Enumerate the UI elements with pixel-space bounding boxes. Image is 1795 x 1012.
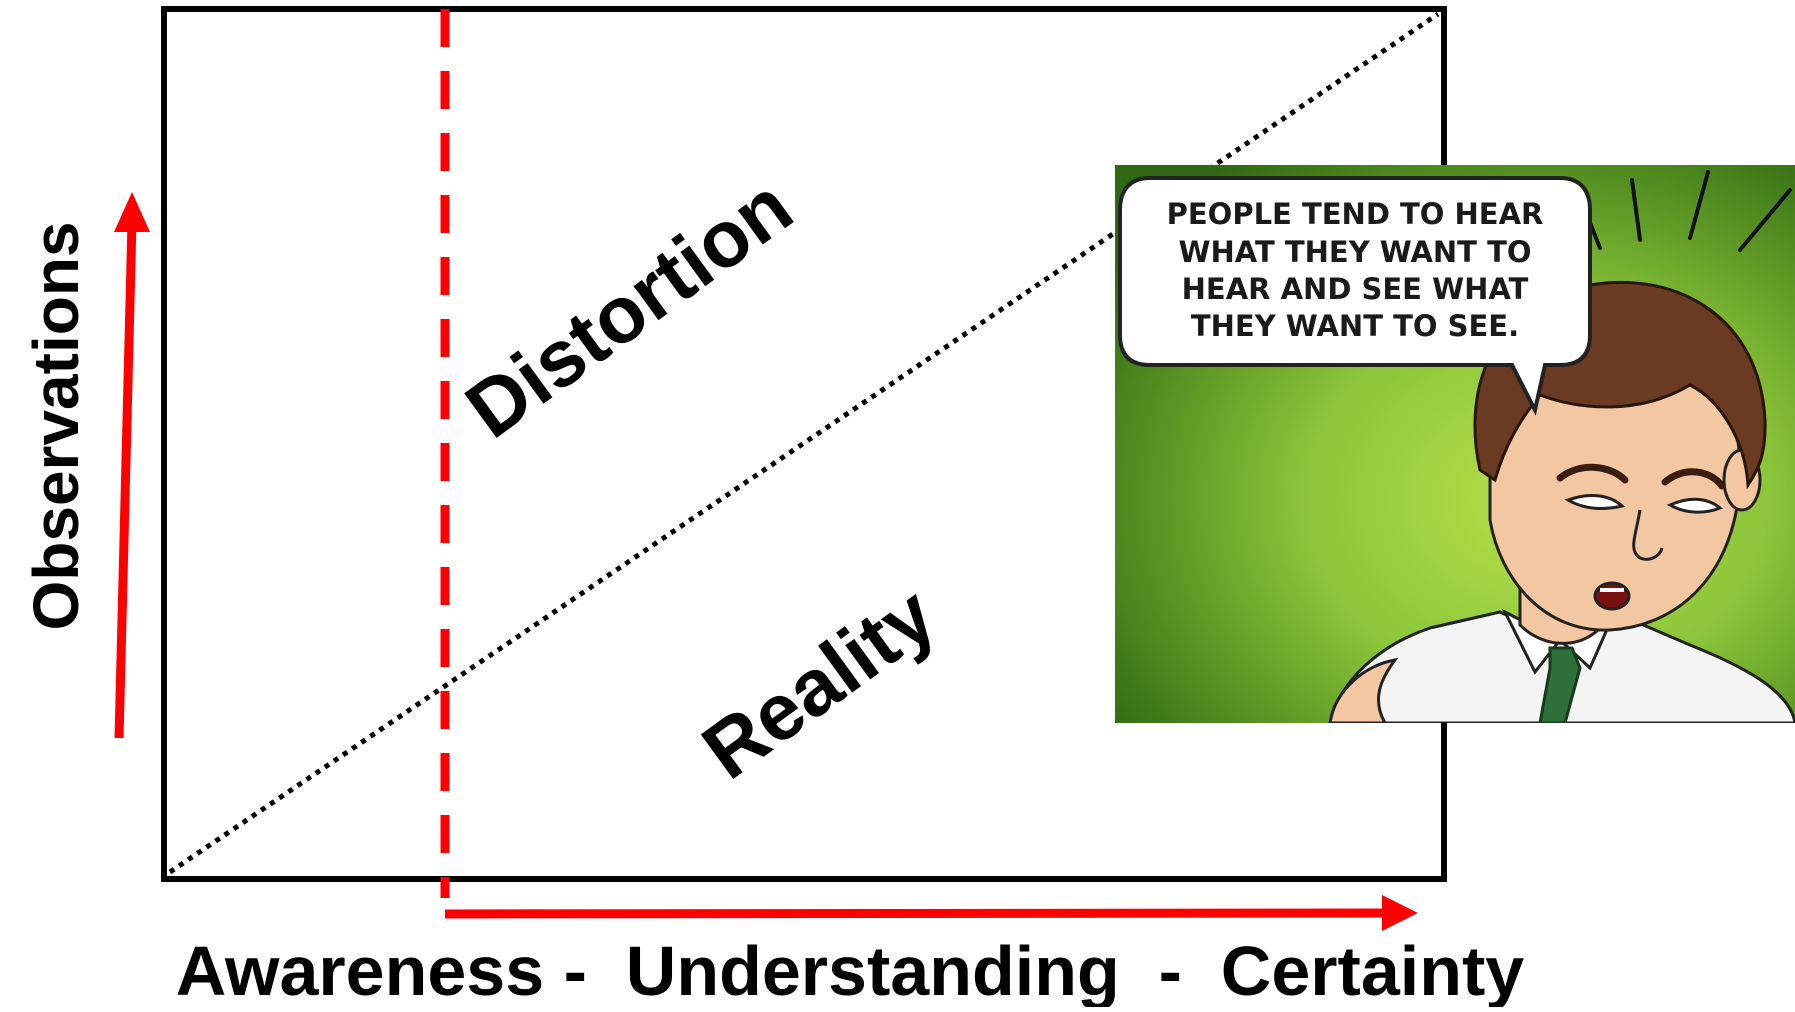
y-axis-label: Observations <box>20 221 92 630</box>
x-axis-label: Awareness - Understanding - Certainty <box>176 932 1525 1007</box>
speech-line-2: WHAT THEY WANT TO <box>1179 235 1532 269</box>
reality-label: Reality <box>687 569 952 796</box>
comic-panel: PEOPLE TEND TO HEAR WHAT THEY WANT TO HE… <box>1115 165 1795 723</box>
speech-bubble: PEOPLE TEND TO HEAR WHAT THEY WANT TO HE… <box>1118 176 1592 416</box>
speech-line-4: THEY WANT TO SEE. <box>1191 309 1519 343</box>
speech-line-1: PEOPLE TEND TO HEAR <box>1167 197 1544 231</box>
distortion-label: Distortion <box>450 161 808 455</box>
x-axis-arrow <box>444 895 1418 931</box>
speech-line-3: HEAR AND SEE WHAT <box>1182 272 1529 306</box>
diagonal-dotted-line <box>168 11 1440 875</box>
y-axis-arrow <box>114 192 150 739</box>
